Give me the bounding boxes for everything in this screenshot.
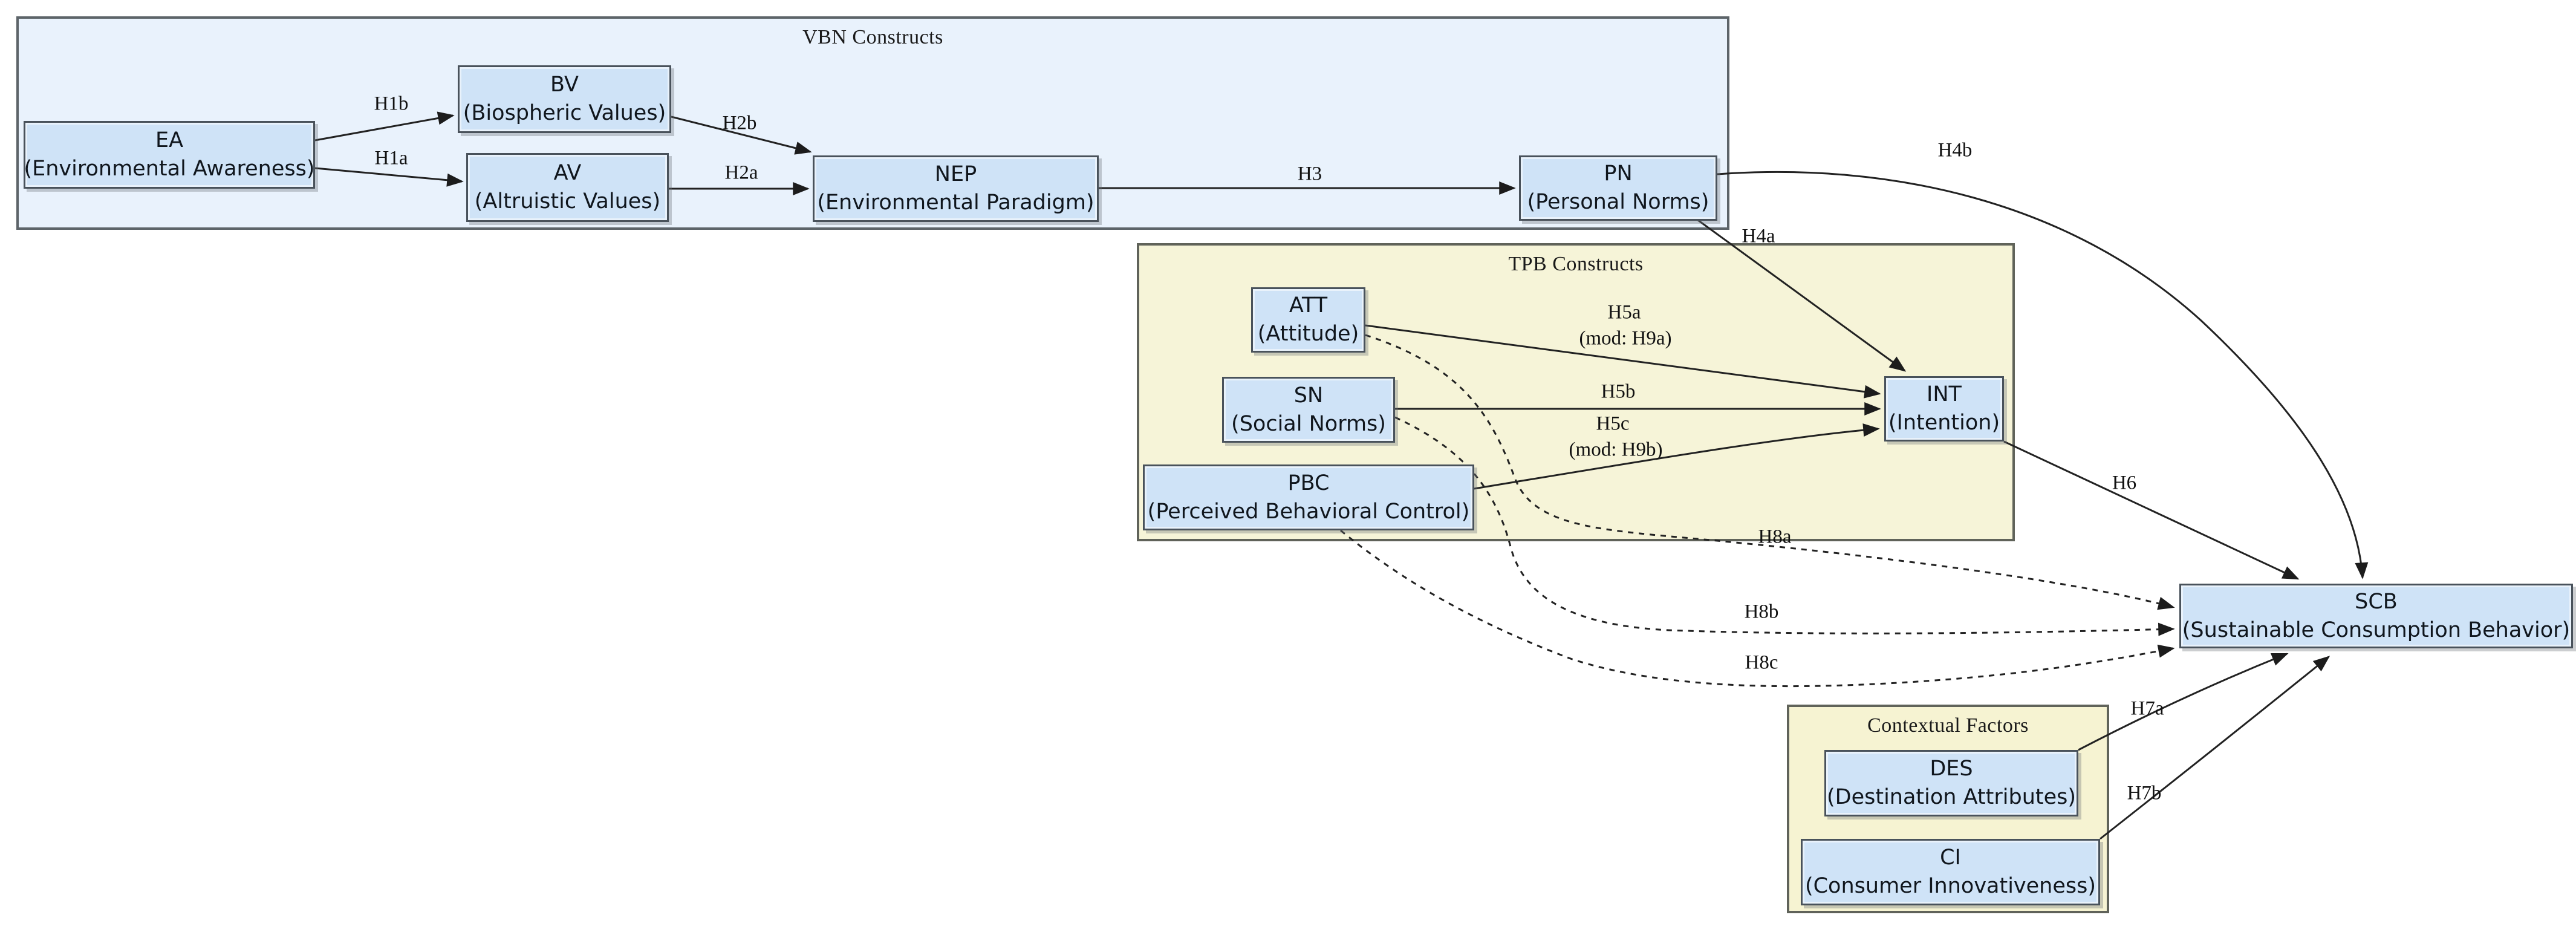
node-sn-abbr: SN — [1293, 383, 1324, 408]
node-bv: BV (Biospheric Values) — [458, 65, 671, 133]
edge-label-h8a: H8a — [1758, 526, 1792, 548]
edge-label-h5c: H5c — [1596, 412, 1630, 435]
node-ea-full: (Environmental Awareness) — [24, 157, 315, 181]
node-att: ATT (Attitude) — [1251, 287, 1365, 353]
edge-label-h1b: H1b — [374, 93, 409, 115]
node-ci: CI (Consumer Innovativeness) — [1801, 839, 2100, 905]
edge-label-h2a: H2a — [724, 161, 758, 184]
node-ea-abbr: EA — [155, 128, 184, 152]
edge-label-h2b: H2b — [722, 112, 757, 134]
edge-label-h5c-mod: (mod: H9b) — [1569, 438, 1663, 461]
node-scb-abbr: SCB — [2355, 589, 2398, 614]
node-ci-abbr: CI — [1940, 846, 1961, 870]
node-int-full: (Intention) — [1888, 411, 2000, 435]
edge-label-h6: H6 — [2112, 472, 2137, 494]
node-av-abbr: AV — [553, 161, 582, 185]
node-ea: EA (Environmental Awareness) — [24, 121, 315, 189]
node-pn-full: (Personal Norms) — [1527, 190, 1709, 214]
node-pn: PN (Personal Norms) — [1519, 155, 1717, 221]
node-nep-full: (Environmental Paradigm) — [817, 191, 1094, 215]
node-scb: SCB (Sustainable Consumption Behavior) — [2179, 584, 2573, 648]
node-scb-full: (Sustainable Consumption Behavior) — [2182, 618, 2571, 642]
edge-label-h5a: H5a — [1607, 301, 1641, 324]
node-nep: NEP (Environmental Paradigm) — [813, 155, 1099, 222]
node-pn-abbr: PN — [1604, 161, 1633, 186]
vbn-group-title: VBN Constructs — [802, 26, 943, 48]
node-bv-abbr: BV — [550, 73, 579, 97]
edge-h7b-ci-scb — [2100, 656, 2330, 840]
node-des-full: (Destination Attributes) — [1826, 785, 2077, 809]
edge-label-h5a-mod: (mod: H9a) — [1579, 327, 1672, 350]
node-av-full: (Altruistic Values) — [474, 189, 661, 213]
ctx-group-title: Contextual Factors — [1867, 714, 2029, 737]
node-pbc-abbr: PBC — [1287, 471, 1330, 495]
node-int: INT (Intention) — [1884, 376, 2004, 442]
edge-label-h3: H3 — [1297, 163, 1322, 185]
edge-label-h1a: H1a — [374, 147, 408, 169]
node-av: AV (Altruistic Values) — [466, 153, 669, 222]
edge-h6-int-scb — [2003, 440, 2300, 580]
edge-h7a-des-scb — [2078, 653, 2289, 751]
node-ci-full: (Consumer Innovativeness) — [1804, 874, 2096, 898]
edge-label-h5b: H5b — [1601, 380, 1636, 403]
edge-label-h8b: H8b — [1744, 601, 1779, 623]
node-int-abbr: INT — [1927, 382, 1962, 406]
node-sn: SN (Social Norms) — [1222, 377, 1395, 443]
node-nep-abbr: NEP — [934, 162, 977, 186]
node-des: DES (Destination Attributes) — [1824, 750, 2078, 816]
edge-label-h4b: H4b — [1937, 139, 1973, 161]
edge-label-h7a: H7a — [2130, 697, 2164, 720]
edge-label-h7b: H7b — [2127, 782, 2162, 804]
node-bv-full: (Biospheric Values) — [463, 101, 666, 125]
node-att-full: (Attitude) — [1257, 322, 1359, 346]
node-pbc: PBC (Perceived Behavioral Control) — [1143, 464, 1474, 530]
node-des-abbr: DES — [1930, 757, 1973, 781]
edge-label-h8c: H8c — [1745, 651, 1778, 674]
edge-label-h4a: H4a — [1742, 225, 1775, 247]
tpb-group-title: TPB Constructs — [1508, 253, 1644, 275]
node-att-abbr: ATT — [1289, 293, 1328, 318]
node-sn-full: (Social Norms) — [1231, 411, 1386, 436]
node-pbc-full: (Perceived Behavioral Control) — [1147, 499, 1470, 524]
